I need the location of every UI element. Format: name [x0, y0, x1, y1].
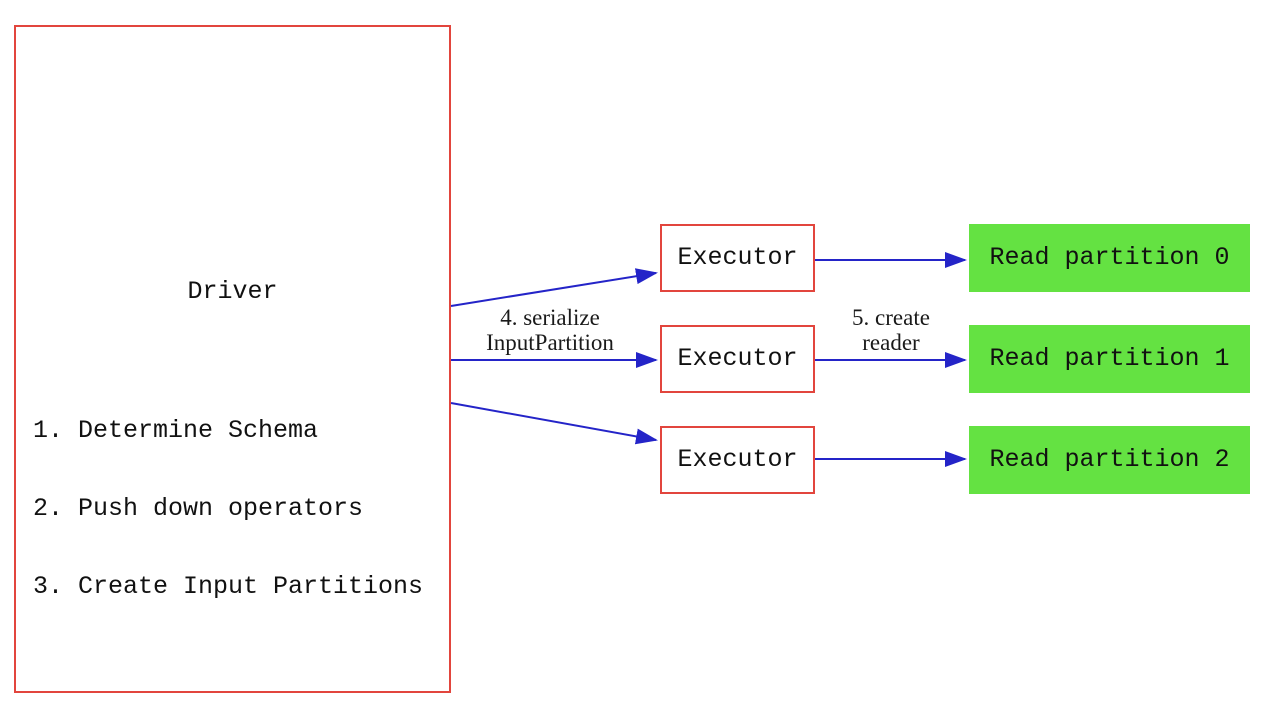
serialize-arrow-label-line-1: 4. serialize	[500, 305, 600, 330]
executor-label-2: Executor	[677, 445, 798, 474]
driver-step-3: 3. Create Input Partitions	[33, 572, 424, 601]
partition-label-1: Read partition 1	[989, 344, 1230, 373]
partition-box-1: Read partition 1	[969, 325, 1250, 393]
create-reader-arrow-label-line-1: 5. create	[852, 305, 930, 330]
arrow-driver-to-executor-0	[450, 268, 658, 307]
partition-label-0: Read partition 0	[989, 243, 1230, 272]
executor-label-0: Executor	[677, 243, 798, 272]
partition-box-2: Read partition 2	[969, 426, 1250, 494]
driver-title: Driver	[187, 277, 278, 306]
serialize-arrow-label-line-2: InputPartition	[486, 330, 614, 355]
arrow-driver-to-executor-2	[450, 402, 658, 445]
serialize-arrow-label: 4. serialize InputPartition	[450, 305, 650, 355]
partition-box-0: Read partition 0	[969, 224, 1250, 292]
create-reader-arrow-label: 5. create reader	[811, 305, 971, 355]
executor-box-1: Executor	[660, 325, 815, 393]
partition-label-2: Read partition 2	[989, 445, 1230, 474]
driver-steps: 1. Determine Schema 2. Push down operato…	[33, 366, 423, 652]
executor-box-0: Executor	[660, 224, 815, 292]
create-reader-arrow-label-line-2: reader	[862, 330, 920, 355]
driver-step-1: 1. Determine Schema	[33, 416, 319, 445]
executor-box-2: Executor	[660, 426, 815, 494]
executor-label-1: Executor	[677, 344, 798, 373]
driver-box: Driver 1. Determine Schema 2. Push down …	[14, 25, 451, 693]
driver-step-2: 2. Push down operators	[33, 494, 364, 523]
